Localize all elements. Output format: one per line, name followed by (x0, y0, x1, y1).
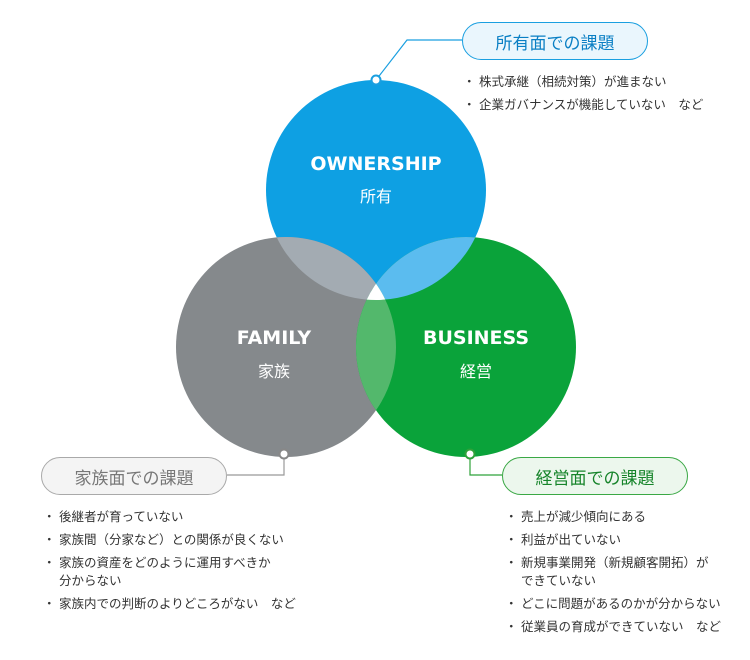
list-item: 企業ガバナンスが機能していない など (463, 96, 746, 114)
ownership-label-en: OWNERSHIP (310, 153, 441, 175)
business-connector (469, 454, 502, 476)
list-item: 家族間（分家など）との関係が良くない (43, 531, 366, 549)
list-item: 売上が減少傾向にある (505, 508, 748, 526)
list-item: 新規事業開発（新規顧客開拓）が できていない (505, 554, 748, 590)
list-item: 後継者が育っていない (43, 508, 366, 526)
ownership-connector-dot (370, 74, 382, 86)
ownership-connector (375, 39, 462, 81)
list-item: 家族の資産をどのように運用すべきか 分からない (43, 554, 366, 590)
business-label-en: BUSINESS (423, 327, 529, 349)
family-issues-title: 家族面での課題 (41, 457, 227, 495)
family-label-en: FAMILY (237, 327, 312, 349)
ownership-business-overlap (356, 237, 486, 300)
ownership-issues-list: 株式承継（相続対策）が進まない 企業ガバナンスが機能していない など (463, 73, 746, 119)
family-label-ja: 家族 (258, 362, 290, 381)
business-connector-dot (464, 448, 476, 460)
ownership-issues-title: 所有面での課題 (462, 22, 648, 60)
list-item: 利益が出ていない (505, 531, 748, 549)
list-item: どこに問題があるのかが分からない (505, 595, 748, 613)
list-item: 家族内での判断のよりどころがない など (43, 595, 366, 613)
family-issues-list: 後継者が育っていない 家族間（分家など）との関係が良くない 家族の資産をどのよう… (43, 508, 366, 618)
family-connector-dot (278, 448, 290, 460)
ownership-label-ja: 所有 (360, 187, 392, 206)
family-connector (227, 454, 285, 476)
business-issues-list: 売上が減少傾向にある 利益が出ていない 新規事業開発（新規顧客開拓）が できてい… (505, 508, 748, 641)
ownership-family-overlap (266, 237, 396, 300)
business-label-ja: 経営 (460, 362, 492, 381)
business-issues-title: 経営面での課題 (502, 457, 688, 495)
list-item: 株式承継（相続対策）が進まない (463, 73, 746, 91)
list-item: 従業員の育成ができていない など (505, 618, 748, 636)
